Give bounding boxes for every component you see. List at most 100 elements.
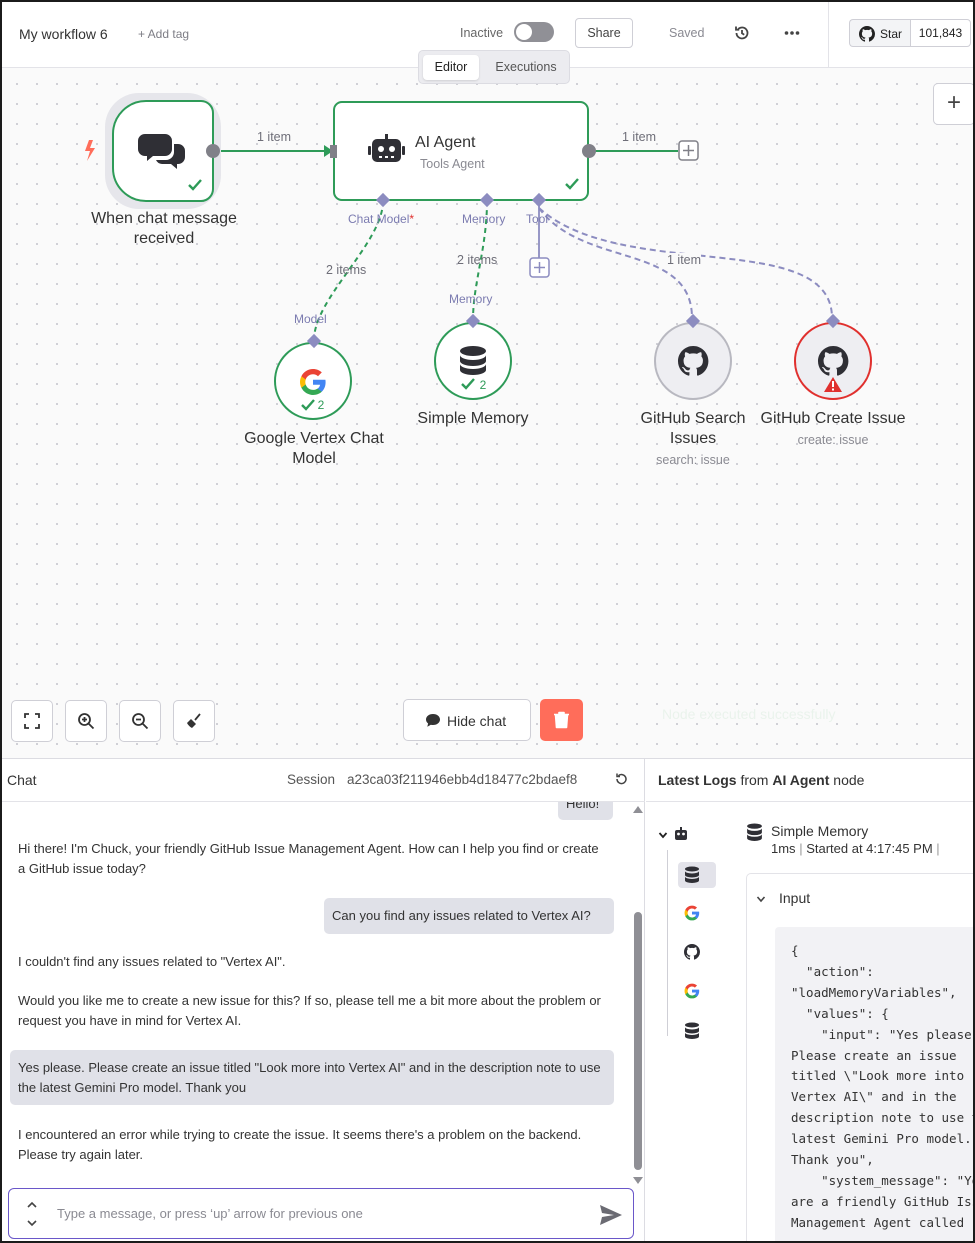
- log-meta: 1ms | Started at 4:17:45 PM |: [771, 841, 940, 856]
- saved-status: Saved: [669, 26, 705, 40]
- zoom-out-button[interactable]: [119, 700, 161, 742]
- add-node-button[interactable]: +: [933, 83, 973, 125]
- vertex-input-port[interactable]: [306, 333, 322, 349]
- github-star-count[interactable]: 101,843: [910, 19, 971, 47]
- trigger-output-port[interactable]: [206, 144, 220, 158]
- chat-scrollbar[interactable]: [634, 912, 642, 1170]
- scroll-up-arrow[interactable]: [633, 806, 643, 813]
- error-warning-icon: [824, 377, 842, 392]
- chat-bubbles-icon: [138, 134, 185, 169]
- edge-label-trigger-agent: 1 item: [257, 130, 292, 144]
- github-icon: [684, 944, 700, 960]
- zoom-out-icon: [132, 713, 149, 730]
- add-tag-button[interactable]: + Add tag: [138, 27, 190, 41]
- port-memory[interactable]: [479, 192, 495, 208]
- history-icon[interactable]: [732, 23, 752, 43]
- chat-input[interactable]: [57, 1203, 577, 1223]
- edge-label-memory: 2 items: [457, 253, 498, 267]
- log-selected-node: Simple Memory: [771, 823, 869, 839]
- chat-message-user: Can you find any issues related to Verte…: [324, 898, 614, 934]
- active-status-label: Inactive: [460, 26, 504, 40]
- scroll-down-arrow[interactable]: [633, 1177, 643, 1184]
- chat-messages[interactable]: Hello! Hi there! I'm Chuck, your friendl…: [2, 802, 645, 1184]
- edge-label-tool: 1 item: [667, 253, 702, 267]
- more-options-icon[interactable]: [782, 23, 802, 43]
- github-icon: [859, 26, 875, 42]
- history-arrows-icon[interactable]: [25, 1198, 39, 1230]
- chevron-down-icon[interactable]: [756, 894, 766, 904]
- github-star-button[interactable]: Star: [849, 19, 910, 47]
- input-section-label[interactable]: Input: [779, 890, 811, 906]
- hide-chat-button[interactable]: Hide chat: [403, 699, 531, 741]
- trigger-bolt-icon: [85, 140, 95, 161]
- github-search-input-port[interactable]: [685, 313, 701, 329]
- memory-input-port[interactable]: [465, 313, 481, 329]
- database-icon: [685, 866, 699, 883]
- tab-executions[interactable]: Executions: [495, 60, 557, 74]
- google-icon: [684, 983, 700, 999]
- log-tree-item-vertex[interactable]: [678, 901, 716, 927]
- log-tree-item-memory[interactable]: [678, 862, 716, 888]
- log-tree-item-vertex[interactable]: [678, 979, 716, 1005]
- fit-view-button[interactable]: [11, 700, 53, 742]
- json-content: { "action": "loadMemoryVariables", "valu…: [791, 943, 975, 1230]
- agent-output-port[interactable]: [582, 144, 596, 158]
- workflow-canvas[interactable]: When chat message received AI Agent Tool…: [2, 68, 973, 758]
- clear-execution-button[interactable]: [540, 699, 583, 741]
- header-divider: [828, 2, 829, 68]
- fit-view-icon: [24, 713, 40, 729]
- edge-arrow: [324, 145, 333, 157]
- chat-message-user: Hello!: [558, 802, 613, 820]
- zoom-in-button[interactable]: [65, 700, 107, 742]
- robot-icon[interactable]: [673, 826, 689, 842]
- log-input-section: Input { "action": "loadMemoryVariables",…: [746, 873, 975, 1241]
- chevron-down-icon[interactable]: [658, 830, 668, 840]
- session-id[interactable]: a23ca03f211946ebb4d18477c2bdaef8: [347, 772, 578, 787]
- logs-header: Latest Logs from AI Agent node: [646, 759, 973, 802]
- json-viewer[interactable]: { "action": "loadMemoryVariables", "valu…: [775, 927, 975, 1241]
- chat-message-bot: I couldn't find any issues related to "V…: [18, 954, 286, 969]
- agent-node-title: AI Agent: [415, 134, 476, 151]
- database-icon: [460, 346, 486, 375]
- logs-title: Latest Logs from AI Agent node: [658, 772, 865, 788]
- edge-tool-search[interactable]: [538, 207, 693, 319]
- tidy-up-button[interactable]: [173, 700, 215, 742]
- success-check-icon: [301, 399, 315, 411]
- logs-panel: Latest Logs from AI Agent node Simple Me…: [646, 759, 975, 1241]
- github-icon: [678, 346, 709, 376]
- github-search-node[interactable]: [654, 322, 732, 400]
- log-tree-item-github[interactable]: [678, 940, 716, 966]
- chat-message-user: Yes please. Please create an issue title…: [10, 1050, 614, 1105]
- chat-message-bot: Hi there! I'm Chuck, your friendly GitHu…: [18, 841, 599, 876]
- github-create-label: GitHub Create Issue: [760, 410, 906, 427]
- github-search-label: GitHub Search Issues: [640, 410, 746, 447]
- vertex-run-count: 2: [317, 398, 325, 412]
- chat-bubble-icon: [426, 714, 440, 727]
- log-tree-item-memory[interactable]: [678, 1018, 716, 1044]
- success-check-icon: [565, 178, 579, 190]
- vertex-node-label: Google Vertex Chat Model: [244, 430, 384, 467]
- session-label: Session: [287, 772, 336, 787]
- agent-node-subtitle: Tools Agent: [420, 157, 485, 171]
- workflow-name[interactable]: My workflow 6: [19, 26, 108, 42]
- send-icon[interactable]: [599, 1204, 623, 1226]
- port-label-model-in: Model: [294, 312, 327, 326]
- chat-title: Chat: [7, 772, 37, 788]
- trash-icon: [554, 711, 569, 729]
- edge-memory-link[interactable]: [472, 200, 488, 321]
- agent-input-port[interactable]: [330, 145, 337, 158]
- hide-chat-label: Hide chat: [447, 713, 507, 729]
- port-chat-model[interactable]: [375, 192, 391, 208]
- github-create-input-port[interactable]: [825, 313, 841, 329]
- port-label-chat-model: Chat Model*: [348, 212, 415, 226]
- share-button[interactable]: Share: [575, 18, 633, 48]
- chat-panel: Chat Session a23ca03f211946ebb4d18477c2b…: [2, 759, 645, 1241]
- log-tree-line: [667, 850, 668, 1036]
- tab-editor[interactable]: Editor: [423, 55, 479, 80]
- refresh-session-icon[interactable]: [614, 772, 628, 786]
- github-create-sub: create: issue: [797, 433, 869, 447]
- chat-header: Chat Session a23ca03f211946ebb4d18477c2b…: [2, 759, 645, 802]
- active-toggle[interactable]: [514, 22, 554, 42]
- success-check-icon: [188, 179, 202, 191]
- port-tool[interactable]: [531, 192, 547, 208]
